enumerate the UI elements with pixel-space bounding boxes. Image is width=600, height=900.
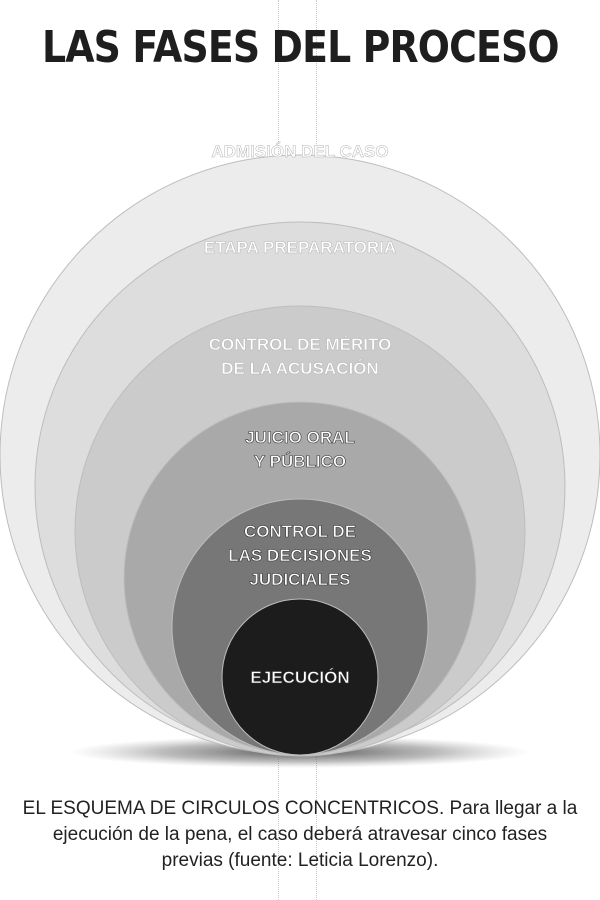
phase-label-6-line-1: EJECUCIÓN [250, 668, 349, 687]
caption: EL ESQUEMA DE CIRCULOS CONCENTRICOS. Par… [0, 796, 600, 874]
phase-label-3-line-1: CONTROL DE MÉRITO [209, 335, 392, 354]
phase-circle-6 [221, 598, 379, 756]
phase-label-5-line-1: CONTROL DE [244, 522, 356, 541]
phase-label-5-line-2: LAS DECISIONES [228, 546, 372, 565]
phase-label-4-line-1: JUICIO ORAL [245, 428, 355, 447]
phase-label-2-line-1: ETAPA PREPARATORIA [204, 238, 396, 257]
caption-line-2: ejecución de la pena, el caso deberá atr… [52, 824, 548, 845]
page-title: LAS FASES DEL PROCESO [42, 22, 560, 73]
phase-label-1-line-1: ADMISIÓN DEL CASO [211, 142, 388, 161]
phase-label-4-line-2: Y PÚBLICO [254, 452, 346, 471]
phase-label-5-line-3: JUDICIALES [249, 570, 350, 589]
caption-line-1: EL ESQUEMA DE CIRCULOS CONCENTRICOS. Par… [22, 798, 578, 819]
phase-label-3-line-2: DE LA ACUSACIÓN [221, 359, 378, 378]
caption-line-3: previas (fuente: Leticia Lorenzo). [161, 850, 439, 871]
